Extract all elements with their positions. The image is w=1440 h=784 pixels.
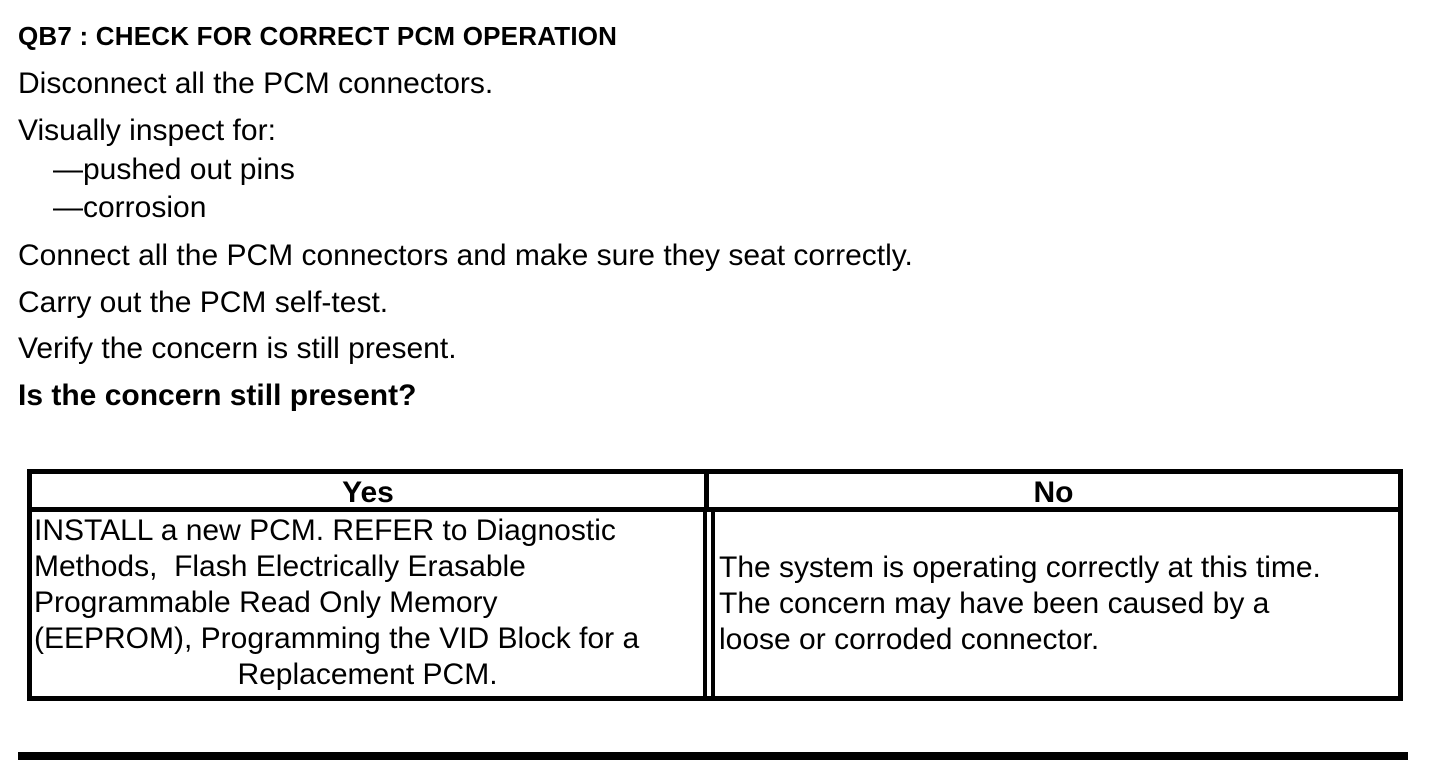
- inspect-item-corrosion: —corrosion: [53, 191, 207, 224]
- no-action-cell: The system is operating correctly at thi…: [711, 512, 1398, 696]
- no-action-line: loose or corroded connector.: [719, 623, 1100, 656]
- yes-column-header: Yes: [32, 474, 709, 509]
- no-action-line: The concern may have been caused by a: [719, 587, 1270, 620]
- pinpoint-test-page: QB7 : CHECK FOR CORRECT PCM OPERATION Di…: [18, 21, 1440, 760]
- inspect-item-pushed-out-pins: —pushed out pins: [53, 153, 295, 186]
- step-disconnect-connectors: Disconnect all the PCM connectors.: [18, 67, 494, 100]
- section-divider-rule: [18, 752, 1408, 760]
- yes-no-results-table: Yes No INSTALL a new PCM. REFER to Diagn…: [27, 469, 1403, 701]
- no-column-header: No: [1033, 476, 1074, 509]
- step-connect-connectors: Connect all the PCM connectors and make …: [18, 239, 913, 272]
- step-inspect-intro: Visually inspect for:: [18, 114, 276, 147]
- no-action-line: The system is operating correctly at thi…: [719, 551, 1321, 584]
- yes-action-line: INSTALL a new PCM. REFER to Diagnostic: [34, 514, 616, 547]
- results-table-header-row: Yes No: [32, 474, 1398, 512]
- test-step-heading: QB7 : CHECK FOR CORRECT PCM OPERATION: [18, 21, 618, 51]
- column-divider-gap: [707, 512, 711, 696]
- yes-action-cell: INSTALL a new PCM. REFER to Diagnostic M…: [32, 512, 707, 696]
- yes-action-line: Programmable Read Only Memory: [34, 586, 498, 619]
- step-self-test: Carry out the PCM self-test.: [18, 286, 389, 319]
- decision-question: Is the concern still present?: [18, 379, 417, 412]
- yes-action-line: (EEPROM), Programming the VID Block for …: [34, 622, 640, 655]
- step-verify-concern: Verify the concern is still present.: [18, 332, 457, 365]
- results-table-body-row: INSTALL a new PCM. REFER to Diagnostic M…: [32, 512, 1398, 696]
- yes-action-line: Methods, Flash Electrically Erasable: [34, 550, 526, 583]
- yes-action-line: Replacement PCM.: [237, 658, 498, 691]
- inspect-item-list: —pushed out pins —corrosion: [18, 151, 1440, 227]
